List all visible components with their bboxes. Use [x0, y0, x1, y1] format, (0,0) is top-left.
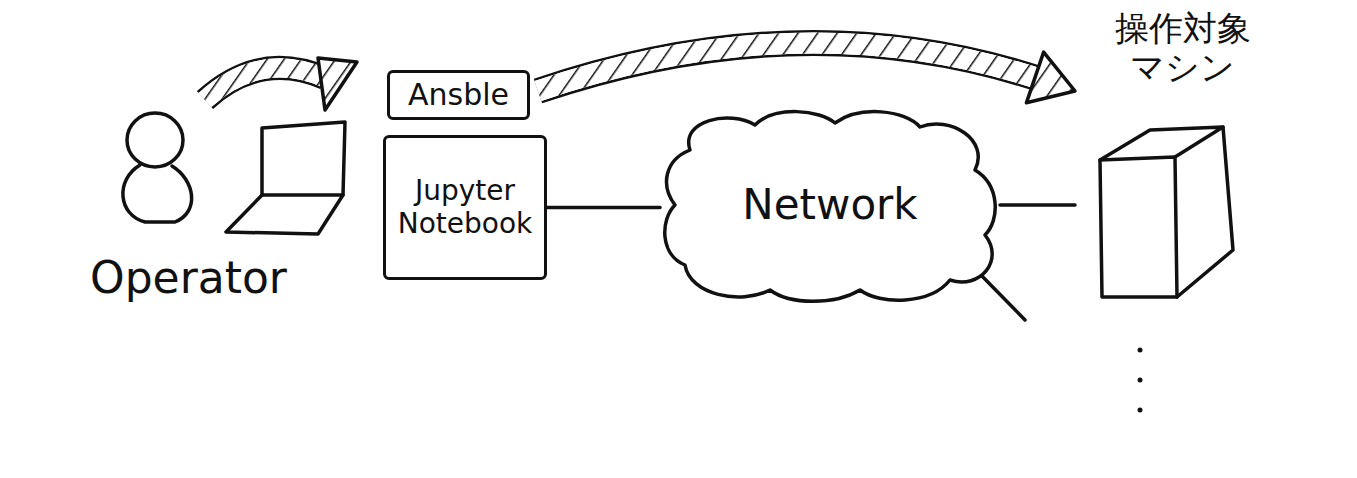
operator-label: Operator: [90, 252, 287, 303]
notebook-box: Jupyter Notebook: [383, 135, 547, 280]
node-text: Jupyter Notebook: [392, 175, 538, 239]
node-text: Ansble: [408, 78, 509, 113]
network-cloud: Network: [660, 105, 1000, 305]
hatched-arrow: [205, 58, 357, 110]
network-line: [978, 272, 1025, 320]
hatched-arrow: [538, 43, 1075, 103]
network-link: [547, 207, 660, 208]
node-text: Network: [742, 181, 917, 229]
machine-heading: 操作対象マシン: [1109, 9, 1255, 87]
laptop-icon: [226, 122, 345, 234]
continuation-dots: [1138, 348, 1143, 413]
tool-box: Ansble: [387, 70, 530, 120]
target-machine: 操作対象マシン: [1075, 5, 1290, 300]
network-link: [1000, 205, 1075, 206]
operator-figure: [123, 113, 192, 222]
